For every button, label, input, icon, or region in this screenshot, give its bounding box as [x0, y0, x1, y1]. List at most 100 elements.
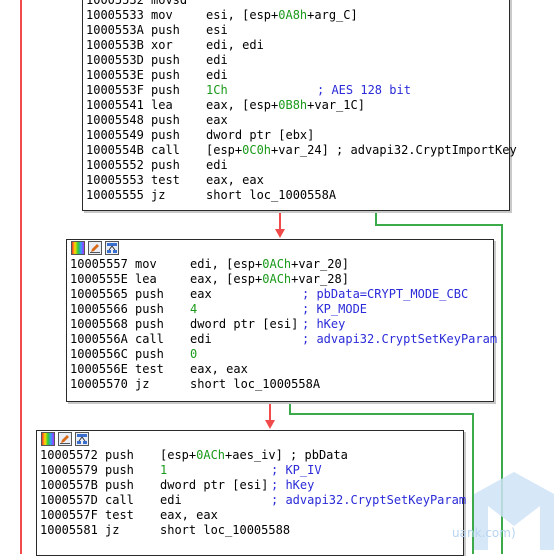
instruction-comment: ; KP_MODE [302, 302, 368, 316]
palette-icon[interactable] [71, 241, 85, 255]
edge-true-block2-down [289, 400, 291, 414]
operand-text: esi [206, 23, 228, 37]
operand-text-tail: +arg_C] [307, 8, 358, 22]
instruction-row[interactable]: 1000553D push edi [86, 53, 509, 68]
instruction-address: 10005570 [70, 377, 128, 391]
instruction-operands: edi [206, 68, 228, 83]
instruction-address: 10005552 [86, 158, 144, 172]
instruction-mnemonic: call [151, 143, 180, 157]
operand-number: 0ACh [262, 257, 292, 271]
instruction-address: 10005541 [86, 98, 144, 112]
instruction-mnemonic: push [105, 448, 134, 462]
instruction-mnemonic: call [105, 493, 134, 507]
instruction-mnemonic: jz [105, 523, 120, 537]
instruction-row[interactable]: 10005581 jz short loc_10005588 [40, 523, 463, 538]
instruction-operands: eax, [esp+0B8h+var_1C] [206, 98, 365, 113]
edit-icon[interactable] [88, 241, 102, 255]
instruction-operands: 0 [190, 347, 197, 362]
operand-text: short loc_1000558A [206, 188, 337, 202]
operand-text: [esp+ [160, 448, 197, 462]
operand-text: dword ptr [esi] [190, 317, 299, 331]
instruction-address: 10005532 [86, 0, 144, 7]
instruction-operands: eax [206, 113, 228, 128]
instruction-operands: [esp+0ACh+aes_iv] ; pbData [160, 448, 348, 463]
operand-text: short loc_1000558A [190, 377, 321, 391]
instruction-operands: 1Ch [206, 83, 228, 98]
instruction-address: 10005533 [86, 8, 144, 22]
instruction-comment: ; hKey [271, 478, 315, 492]
instruction-operands: short loc_10005588 [160, 523, 290, 538]
edit-icon[interactable] [58, 432, 72, 446]
instruction-address: 10005579 [40, 463, 98, 477]
instruction-mnemonic: push [151, 113, 180, 127]
instruction-mnemonic: push [151, 68, 180, 82]
graph-icon[interactable] [105, 241, 119, 255]
instruction-operands: dword ptr [esi] [160, 478, 268, 493]
operand-text: edi [160, 493, 182, 507]
instruction-mnemonic: push [151, 158, 180, 172]
operand-text: eax, eax [206, 173, 264, 187]
edge-false-block1-block2 [279, 209, 281, 229]
instruction-operands: edi [206, 53, 228, 68]
instruction-address: 1000557B [40, 478, 98, 492]
operand-number: 0ACh [262, 272, 292, 286]
operand-text-tail: +aes_iv] ; pbData [225, 448, 348, 462]
operand-text-tail: +var_24] ; advapi32.CryptImportKey [271, 143, 517, 157]
instruction-mnemonic: push [151, 128, 180, 142]
operand-text: eax [206, 113, 228, 127]
instruction-comment: ; advapi32.CryptSetKeyParam [302, 332, 498, 346]
instruction-operands: eax, eax [160, 508, 218, 523]
instruction-comment: ; AES 128 bit [317, 83, 411, 97]
instruction-operands: eax, [esp+0ACh+var_28] [190, 272, 349, 287]
instruction-mnemonic: push [135, 302, 164, 316]
instruction-mnemonic: push [151, 53, 180, 67]
instruction-mnemonic: push [105, 463, 134, 477]
graph-icon[interactable] [75, 432, 89, 446]
instruction-operands: eax, eax [190, 362, 248, 377]
instruction-mnemonic: push [151, 23, 180, 37]
operand-text: edi [206, 53, 228, 67]
operand-text: eax, eax [160, 508, 218, 522]
palette-icon[interactable] [41, 432, 55, 446]
operand-text: eax, [esp+ [206, 98, 279, 112]
operand-text: eax, [esp+ [190, 272, 263, 286]
instruction-operands: eax [190, 287, 212, 302]
instruction-address: 10005581 [40, 523, 98, 537]
operand-text: dword ptr [esi] [160, 478, 269, 492]
instruction-address: 1000556C [70, 347, 128, 361]
instruction-address: 1000553D [86, 53, 144, 67]
instruction-mnemonic: call [135, 332, 164, 346]
instruction-mnemonic: jz [151, 188, 166, 202]
